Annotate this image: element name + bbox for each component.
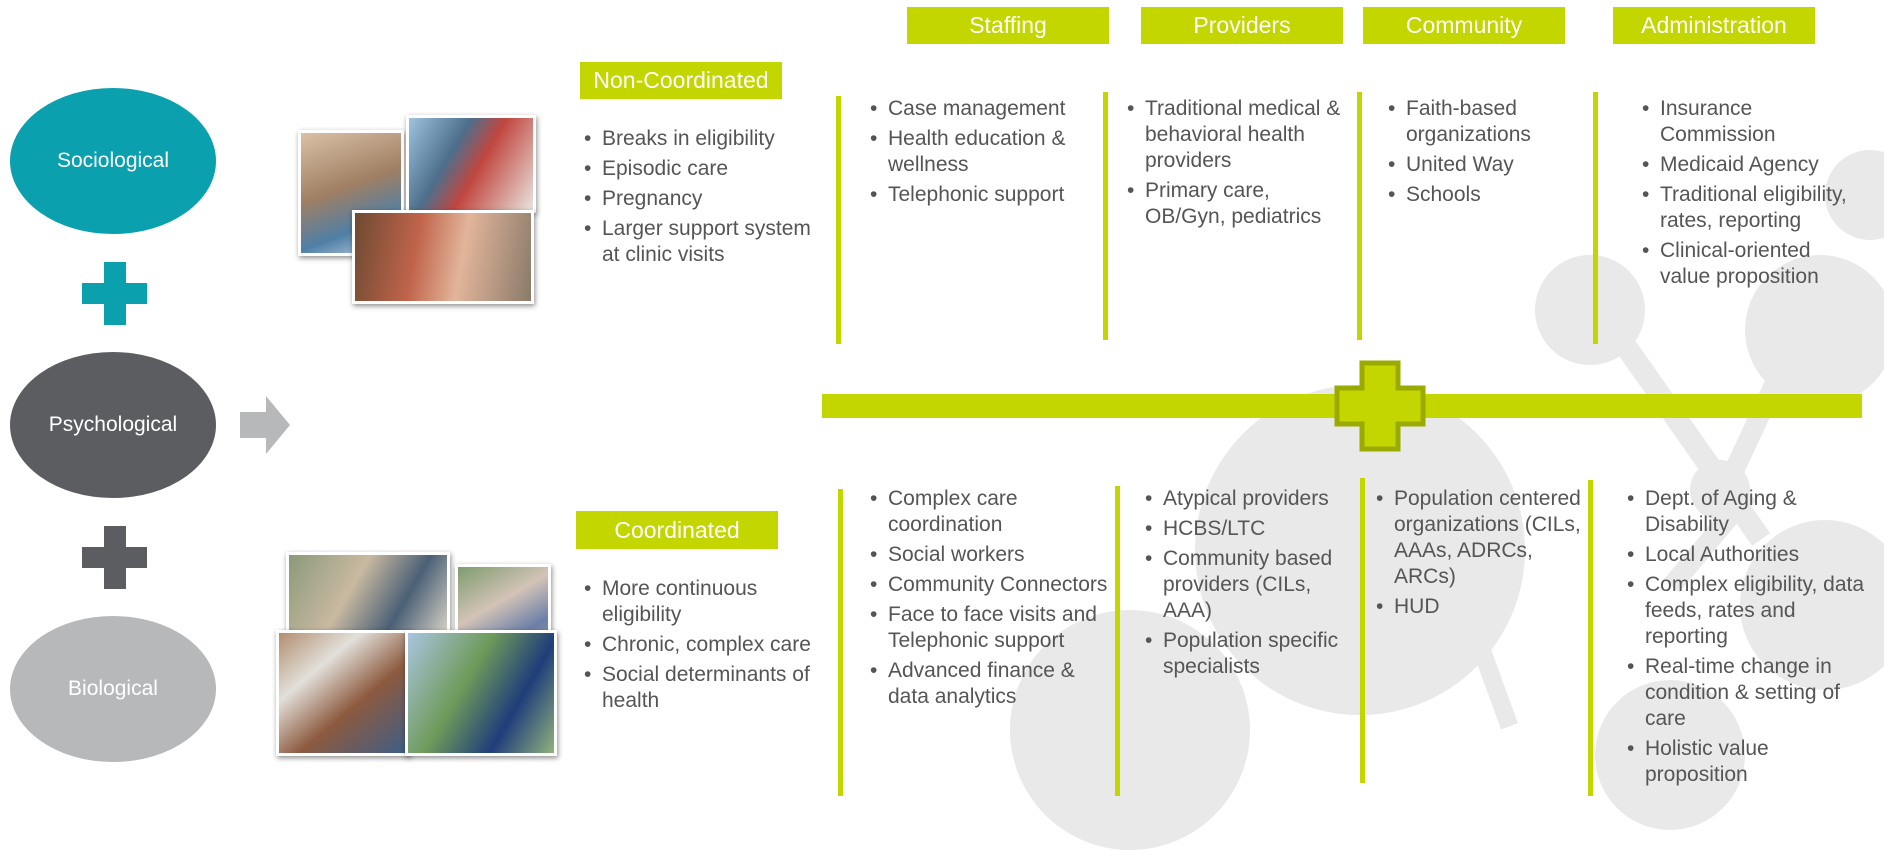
list-item: Traditional eligibility, rates, reportin…: [1642, 182, 1852, 234]
coordinated-list: More continuous eligibilityChronic, comp…: [584, 576, 814, 718]
nc-administration-list: Insurance CommissionMedicaid AgencyTradi…: [1642, 96, 1852, 294]
list-item: Social workers: [870, 542, 1110, 568]
divider-c-providers: [1115, 486, 1120, 796]
psychological-label: Psychological: [48, 413, 178, 436]
list-item: Health education & wellness: [870, 126, 1090, 178]
list-item: Chronic, complex care: [584, 632, 814, 658]
list-item: Breaks in eligibility: [584, 126, 824, 152]
sociological-oval: Sociological: [10, 88, 216, 234]
divider-c-administration: [1588, 480, 1593, 796]
list-item: Traditional medical & behavioral health …: [1127, 96, 1347, 174]
list-item: HUD: [1376, 594, 1586, 620]
header-administration-label: Administration: [1641, 12, 1787, 38]
header-providers-label: Providers: [1193, 12, 1291, 38]
c-community-list: Population centered organizations (CILs,…: [1376, 486, 1586, 624]
photo-seniors-outdoors: [286, 552, 450, 636]
list-item: HCBS/LTC: [1145, 516, 1350, 542]
c-administration-list: Dept. of Aging & DisabilityLocal Authori…: [1627, 486, 1867, 792]
nc-community-list: Faith-based organizationsUnited WaySchoo…: [1388, 96, 1588, 212]
header-staffing-label: Staffing: [969, 12, 1047, 38]
list-item: Population centered organizations (CILs,…: [1376, 486, 1586, 590]
divider-c-community: [1360, 478, 1365, 783]
nc-staffing-list: Case managementHealth education & wellne…: [870, 96, 1090, 212]
divider-c-staffing: [838, 489, 843, 796]
header-staffing: Staffing: [907, 7, 1109, 44]
non-coordinated-list: Breaks in eligibilityEpisodic carePregna…: [584, 126, 824, 272]
header-providers: Providers: [1141, 7, 1343, 44]
photo-child-doctor: [406, 115, 536, 213]
nc-providers-list: Traditional medical & behavioral health …: [1127, 96, 1347, 234]
biological-oval: Biological: [10, 616, 216, 762]
list-item: Local Authorities: [1627, 542, 1867, 568]
list-item: Larger support system at clinic visits: [584, 216, 824, 268]
non-coordinated-label: Non-Coordinated: [580, 62, 782, 99]
list-item: Schools: [1388, 182, 1588, 208]
coordinated-label-text: Coordinated: [614, 516, 740, 543]
list-item: Dept. of Aging & Disability: [1627, 486, 1867, 538]
list-item: Community Connectors: [870, 572, 1110, 598]
list-item: Population specific specialists: [1145, 628, 1350, 680]
right-arrow-icon: [240, 396, 290, 454]
biological-label: Biological: [68, 677, 158, 700]
photo-grandfather-child: [276, 630, 410, 756]
list-item: Face to face visits and Telephonic suppo…: [870, 602, 1110, 654]
list-item: Case management: [870, 96, 1090, 122]
list-item: Community based providers (CILs, AAA): [1145, 546, 1350, 624]
list-item: Complex care coordination: [870, 486, 1110, 538]
header-administration: Administration: [1613, 7, 1815, 44]
list-item: Social determinants of health: [584, 662, 814, 714]
list-item: Complex eligibility, data feeds, rates a…: [1627, 572, 1867, 650]
header-community-label: Community: [1405, 12, 1523, 38]
list-item: Telephonic support: [870, 182, 1090, 208]
divider-nc-staffing: [836, 96, 841, 344]
list-item: Insurance Commission: [1642, 96, 1852, 148]
non-coordinated-label-text: Non-Coordinated: [593, 67, 769, 93]
green-plus-icon: [1334, 360, 1426, 452]
header-community: Community: [1363, 7, 1565, 44]
list-item: United Way: [1388, 152, 1588, 178]
list-item: Advanced finance & data analytics: [870, 658, 1110, 710]
list-item: Holistic value proposition: [1627, 736, 1867, 788]
divider-nc-providers: [1103, 92, 1108, 340]
sociological-label: Sociological: [56, 149, 170, 172]
c-providers-list: Atypical providersHCBS/LTC Community base…: [1145, 486, 1350, 684]
divider-nc-administration: [1593, 92, 1598, 344]
list-item: Real-time change in condition & setting …: [1627, 654, 1867, 732]
list-item: Faith-based organizations: [1388, 96, 1588, 148]
photo-smiling-couple: [352, 210, 534, 304]
list-item: Clinical-oriented value proposition: [1642, 238, 1852, 290]
c-staffing-list: Complex care coordinationSocial workersC…: [870, 486, 1110, 714]
list-item: Episodic care: [584, 156, 824, 182]
list-item: More continuous eligibility: [584, 576, 814, 628]
psychological-oval: Psychological: [10, 352, 216, 498]
list-item: Pregnancy: [584, 186, 824, 212]
list-item: Primary care, OB/Gyn, pediatrics: [1127, 178, 1347, 230]
list-item: Medicaid Agency: [1642, 152, 1852, 178]
photo-wheelchair-child: [405, 630, 557, 756]
coordinated-label: Coordinated: [576, 511, 778, 549]
divider-nc-community: [1357, 92, 1362, 340]
list-item: Atypical providers: [1145, 486, 1350, 512]
